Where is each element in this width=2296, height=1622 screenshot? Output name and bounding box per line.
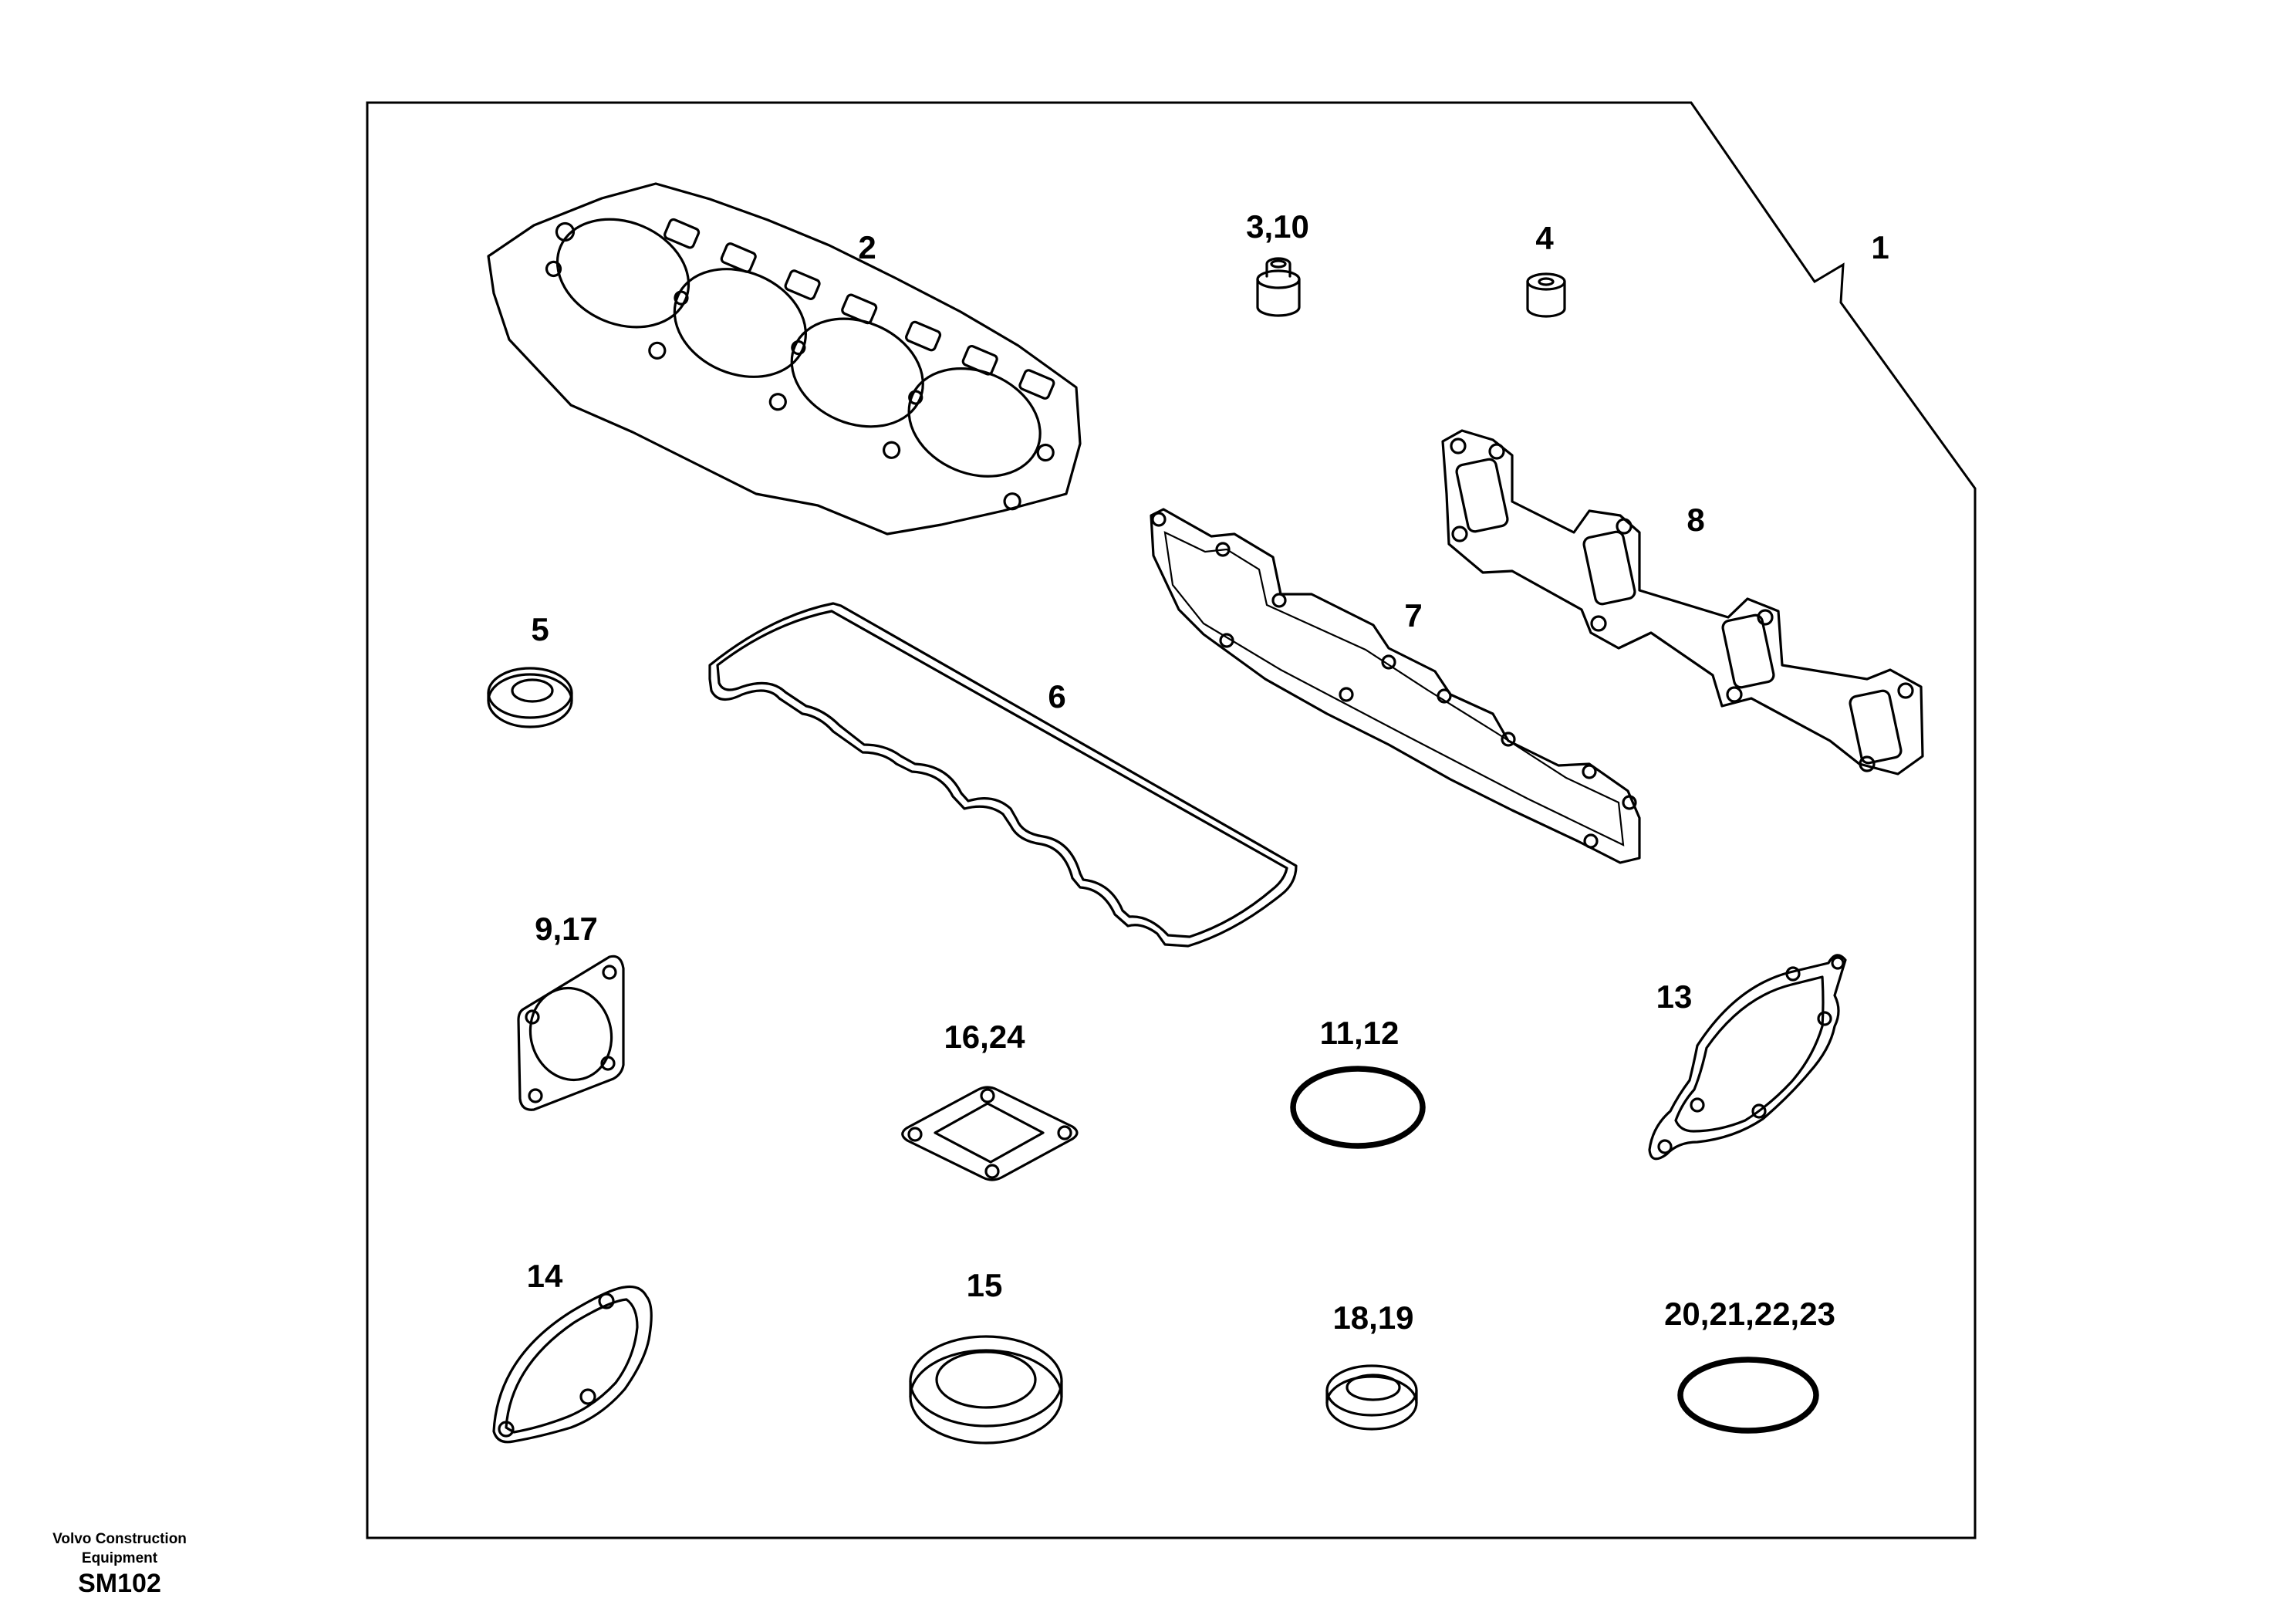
callout-7: 7 [1404, 597, 1422, 634]
callout-20-23: 20,21,22,23 [1664, 1296, 1835, 1332]
callout-5: 5 [531, 611, 549, 647]
callout-4: 4 [1535, 220, 1554, 256]
valve-seal [1526, 272, 1566, 318]
kit-frame [366, 101, 1977, 1539]
drawing-code: SM102 [78, 1569, 161, 1598]
exhaust-manifold-gasket [1441, 429, 1924, 776]
flange-gasket-14 [492, 1285, 653, 1444]
callout-2: 2 [858, 229, 876, 265]
callout-13: 13 [1656, 978, 1693, 1015]
callout-11-12: 11,12 [1320, 1015, 1400, 1051]
callout-18-19: 18,19 [1332, 1299, 1413, 1336]
callout-16-24: 16,24 [944, 1019, 1025, 1055]
oil-seal-15 [909, 1335, 1063, 1445]
callout-6: 6 [1048, 678, 1065, 715]
brand-footer: Volvo Construction Equipment [52, 1531, 187, 1566]
oil-seal-5 [487, 667, 573, 728]
callout-15: 15 [967, 1267, 1003, 1303]
valve-stem-seal [1256, 257, 1301, 317]
cylinder-head-gasket [487, 182, 1082, 536]
flange-gasket-9-17 [517, 955, 625, 1111]
seal-18-19 [1325, 1364, 1418, 1431]
o-ring-20-23 [1677, 1357, 1819, 1434]
callout-14: 14 [527, 1258, 563, 1294]
o-ring-11-12 [1290, 1066, 1426, 1149]
callout-8: 8 [1687, 502, 1704, 538]
water-pump-gasket [1648, 954, 1847, 1161]
rocker-cover-gasket [708, 602, 1298, 948]
callout-9-17: 9,17 [535, 911, 598, 947]
callout-3-10: 3,10 [1246, 208, 1309, 245]
diamond-gasket-16-24 [901, 1086, 1079, 1181]
intake-manifold-gasket [1150, 508, 1641, 864]
callout-1: 1 [1871, 229, 1889, 265]
